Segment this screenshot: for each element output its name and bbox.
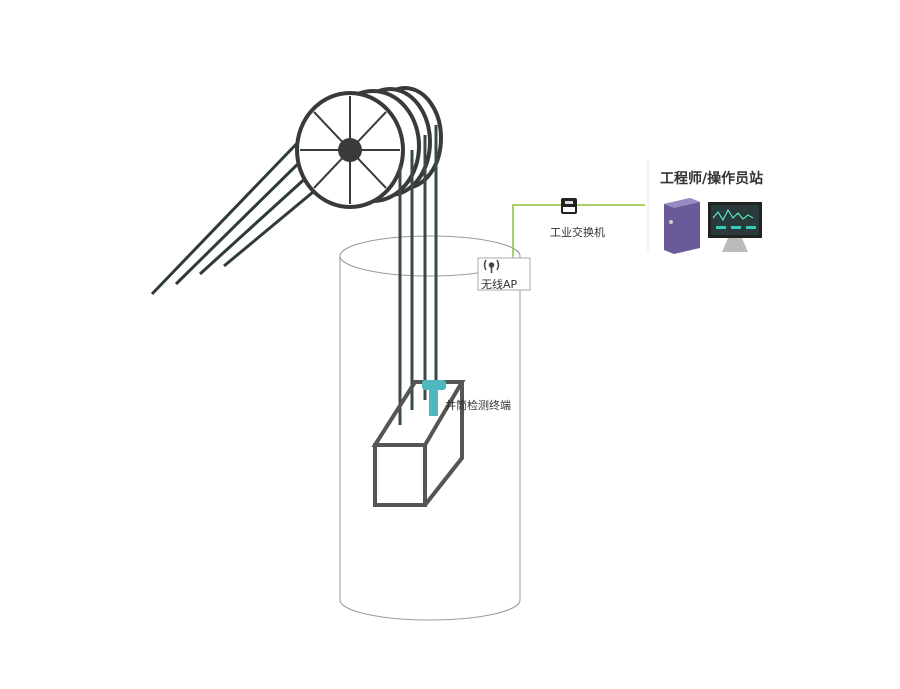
pc-tower-icon (664, 198, 700, 254)
station-label: 工程师/操作员站 (660, 171, 764, 187)
ap-label: 无线AP (481, 278, 518, 291)
wireless-ap-box (477, 257, 531, 291)
terminal-label: 井筒检测终端 (445, 399, 511, 412)
shaft-terminal-icon (422, 380, 446, 416)
inclined-ropes (150, 133, 331, 296)
sheave-hub (338, 138, 362, 162)
monitor-icon (708, 202, 762, 252)
wifi-antenna-icon (483, 259, 500, 273)
hoist-ropes (398, 125, 438, 425)
switch-label: 工业交换机 (550, 226, 605, 239)
industrial-switch-icon (561, 198, 577, 214)
shaft-cylinder (339, 235, 521, 621)
cage (371, 380, 466, 507)
network-link (512, 204, 645, 256)
sheave-wheels (295, 86, 443, 209)
